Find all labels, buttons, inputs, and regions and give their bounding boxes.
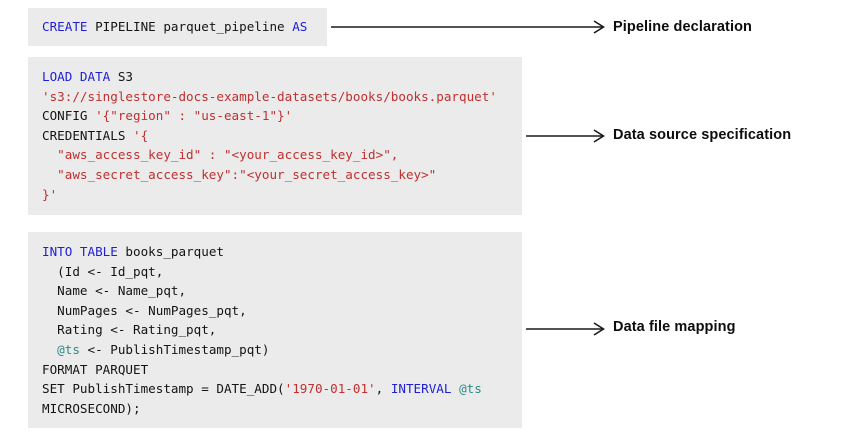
code-token-kw: INTO TABLE [42,244,118,259]
code-line: "aws_access_key_id" : "<your_access_key_… [42,145,510,165]
code-line: CREDENTIALS '{ [42,126,510,146]
code-token-pln: CONFIG [42,108,96,124]
code-token-pln: Rating <- Rating_pqt, [42,322,217,338]
code-token-kw: LOAD DATA [42,69,111,84]
code-token-str: '{"region" : "us-east-1"}' [95,108,293,124]
code-line: CREATE PIPELINE parquet_pipeline AS [42,17,315,37]
code-line: @ts <- PublishTimestamp_pqt) [42,340,510,360]
code-block-data-source-specification: LOAD DATA S3's3://singlestore-docs-examp… [28,57,522,215]
code-token-pln: S3 [110,69,133,84]
code-line: NumPages <- NumPages_pqt, [42,301,510,321]
code-token-str: "aws_access_key_id" : "<your_access_key_… [42,147,399,163]
code-token-var: @ts [459,381,482,397]
code-token-pln: (Id <- Id_pqt, [42,263,164,279]
code-block-pipeline-declaration: CREATE PIPELINE parquet_pipeline AS [28,8,327,46]
code-line: }' [42,185,510,205]
code-token-pln: NumPages <- NumPages_pqt, [42,302,247,318]
code-token-str: "aws_secret_access_key":"<your_secret_ac… [42,166,437,182]
code-token-pln: SET PublishTimestamp = DATE_ADD( [42,381,285,397]
code-line: "aws_secret_access_key":"<your_secret_ac… [42,165,510,185]
callout-label-data-file-mapping: Data file mapping [613,319,736,335]
code-token-pln: , [375,381,391,397]
code-line: Name <- Name_pqt, [42,281,510,301]
code-token-pln: MICROSECOND); [42,400,141,416]
code-token-var: @ts [57,341,80,357]
code-line: CONFIG '{"region" : "us-east-1"}' [42,106,510,126]
code-token-str: 's3://singlestore-docs-example-datasets/… [42,88,497,104]
code-token-kw: INTERVAL [390,381,452,397]
callout-label-data-source-specification: Data source specification [613,127,792,143]
code-line: FORMAT PARQUET [42,360,510,380]
code-token-pln: CREDENTIALS [42,127,133,143]
code-token-pln: <- PublishTimestamp_pqt) [79,341,270,357]
code-line: Rating <- Rating_pqt, [42,320,510,340]
code-token-pln: PIPELINE parquet_pipeline [87,19,293,34]
code-line: (Id <- Id_pqt, [42,262,510,282]
code-token-pln [42,342,57,357]
code-line: 's3://singlestore-docs-example-datasets/… [42,87,510,107]
code-token-str: }' [42,186,58,202]
code-token-pln: books_parquet [117,244,224,259]
code-line: LOAD DATA S3 [42,67,510,87]
code-token-kw: CREATE [42,19,88,34]
code-token-pln: FORMAT PARQUET [42,361,149,377]
code-token-pln [451,381,459,396]
code-line: SET PublishTimestamp = DATE_ADD('1970-01… [42,379,510,399]
arrow-to-pipeline-declaration [331,17,605,37]
code-block-data-file-mapping: INTO TABLE books_parquet (Id <- Id_pqt, … [28,232,522,428]
code-line: INTO TABLE books_parquet [42,242,510,262]
code-token-kw: AS [292,19,308,34]
arrow-to-data-source-specification [526,126,605,146]
arrow-to-data-file-mapping [526,319,605,339]
code-token-str: '{ [133,127,149,143]
code-token-str: '1970-01-01' [284,381,376,397]
callout-label-pipeline-declaration: Pipeline declaration [613,19,752,35]
code-line: MICROSECOND); [42,399,510,419]
code-token-pln: Name <- Name_pqt, [42,283,187,299]
